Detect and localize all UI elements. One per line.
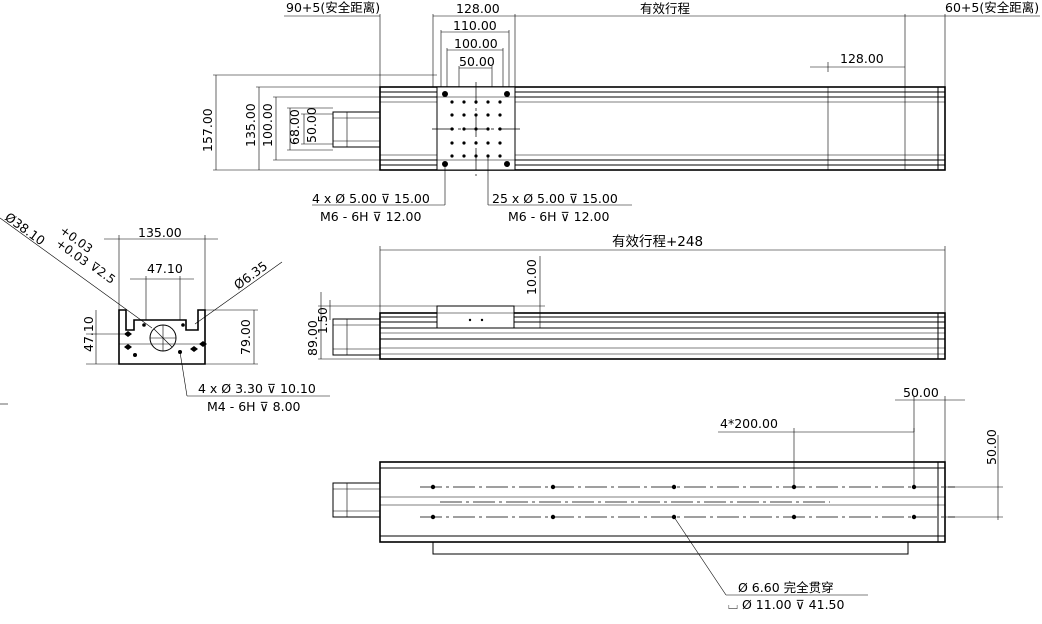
top-view: 90+5(安全距离) 128.00 有效行程 60+5(安全距离) 110.00… bbox=[200, 0, 1040, 224]
dim-pin-diameter: Ø6.35 bbox=[231, 258, 270, 292]
dim-carriage-100: 100.00 bbox=[454, 36, 498, 51]
dim-right-clearance: 60+5(安全距离) bbox=[945, 0, 1039, 15]
dim-end-inner-47: 47.10 bbox=[147, 261, 183, 276]
callout-corner-holes-2: M6 - 6H ⊽ 12.00 bbox=[320, 209, 421, 224]
side-view-carriage bbox=[436, 305, 515, 329]
dim-height-135: 135.00 bbox=[243, 103, 258, 147]
callout-end-holes-1: 4 x Ø 3.30 ⊽ 10.10 bbox=[198, 381, 316, 396]
dim-row-spacing-50: 50.00 bbox=[984, 429, 999, 465]
corner-hole bbox=[504, 91, 510, 97]
dim-carriage-height-10: 10.00 bbox=[524, 259, 539, 295]
side-view: 有效行程+248 10.00 89.00 1.50 bbox=[305, 234, 946, 360]
callout-through-hole-1: Ø 6.60 完全贯穿 bbox=[738, 580, 834, 595]
callout-end-holes-2: M4 - 6H ⊽ 8.00 bbox=[207, 399, 301, 414]
dim-height-68: 68.00 bbox=[287, 109, 302, 145]
dim-bore-diameter: Ø38.10 bbox=[2, 209, 48, 248]
dim-height-100: 100.00 bbox=[260, 103, 275, 147]
callout-grid-holes-2: M6 - 6H ⊽ 12.00 bbox=[508, 209, 609, 224]
bottom-view-coupling bbox=[332, 482, 381, 518]
dim-hole-pitch: 4*200.00 bbox=[720, 416, 778, 431]
corner-hole bbox=[504, 161, 510, 167]
dim-end-width-135: 135.00 bbox=[138, 225, 182, 240]
bottom-view-body bbox=[379, 461, 946, 543]
bottom-through-holes bbox=[430, 484, 917, 520]
corner-hole bbox=[442, 91, 448, 97]
side-view-coupling bbox=[332, 318, 381, 356]
end-view: 135.00 47.10 Ø38.10 +0.03 +0.03 ⊽2.5 Ø6.… bbox=[0, 209, 330, 414]
end-view-mount-holes bbox=[124, 331, 207, 352]
callout-through-hole-2: ⌴ Ø 11.00 ⊽ 41.50 bbox=[728, 597, 844, 612]
bottom-view-cover bbox=[432, 541, 909, 555]
dim-end-height-79: 79.00 bbox=[238, 319, 253, 355]
dim-carriage-50: 50.00 bbox=[459, 54, 495, 69]
dim-end-height-47: 47.10 bbox=[81, 316, 96, 352]
dim-right-128: 128.00 bbox=[840, 51, 884, 66]
dim-effective-stroke: 有效行程 bbox=[640, 1, 691, 16]
top-view-coupling bbox=[332, 111, 381, 148]
dim-carriage-pitch: 128.00 bbox=[456, 1, 500, 16]
callout-grid-holes-1: 25 x Ø 5.00 ⊽ 15.00 bbox=[492, 191, 618, 206]
dim-side-1-50: 1.50 bbox=[316, 307, 330, 334]
callout-corner-holes-1: 4 x Ø 5.00 ⊽ 15.00 bbox=[312, 191, 430, 206]
dim-bore-depth: ⊽2.5 bbox=[87, 259, 118, 287]
dim-end-offset-50: 50.00 bbox=[903, 385, 939, 400]
dim-height-50: 50.00 bbox=[304, 107, 319, 143]
dim-carriage-110: 110.00 bbox=[453, 18, 497, 33]
bottom-view: 4*200.00 50.00 50.00 Ø 6.60 完全贯穿 ⌴ Ø 11.… bbox=[332, 385, 1003, 612]
dim-height-157: 157.00 bbox=[200, 108, 215, 152]
dim-left-clearance: 90+5(安全距离) bbox=[286, 0, 380, 15]
dim-total-length: 有效行程+248 bbox=[612, 234, 703, 250]
dim-side-height-89: 89.00 bbox=[305, 320, 320, 356]
